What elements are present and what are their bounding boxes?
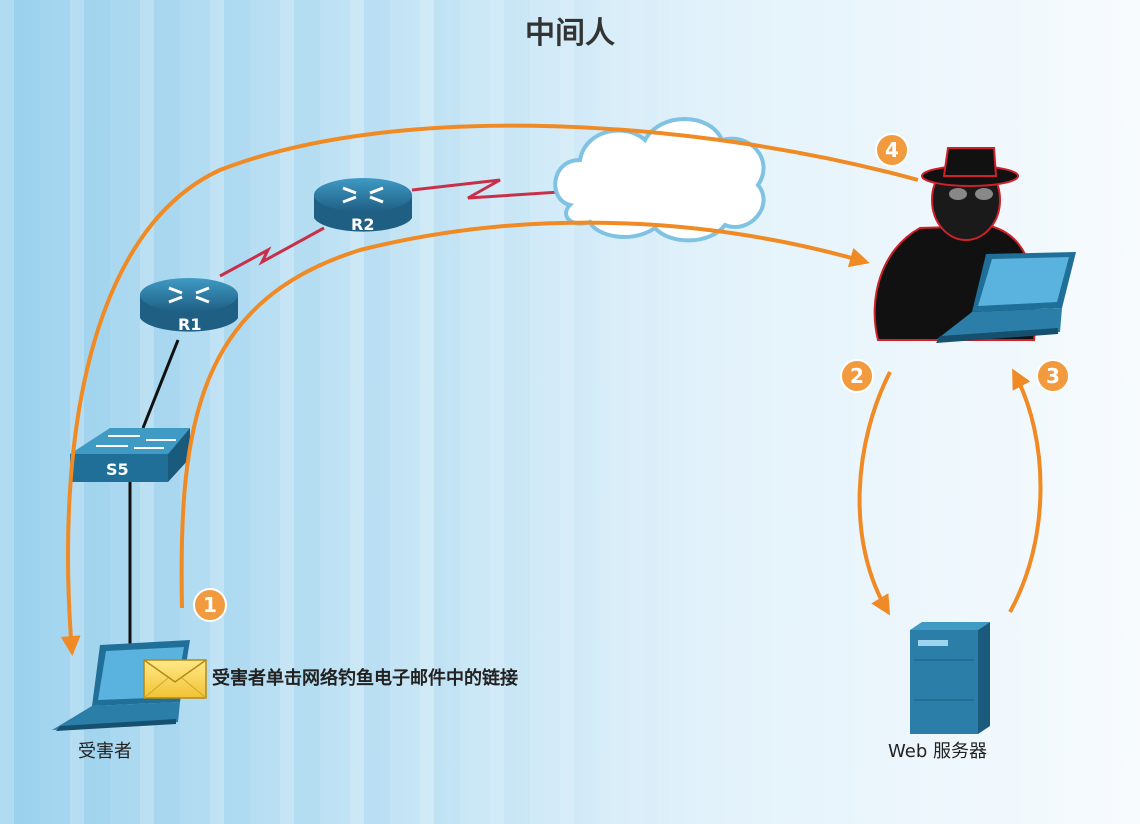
victim-label: 受害者	[78, 741, 132, 762]
router-r1-label: R1	[178, 315, 201, 334]
step-1-caption: 受害者单击网络钓鱼电子邮件中的链接	[212, 668, 518, 689]
arrow-victim-to-attacker	[179, 220, 870, 609]
arrow-server-to-attacker	[1008, 368, 1043, 613]
arrow-attacker-to-victim	[60, 123, 919, 656]
link-r1-s5	[141, 339, 180, 429]
step-badge-4: 4	[875, 133, 909, 167]
attacker-icon	[873, 147, 1076, 343]
switch-s5-label: S5	[106, 460, 129, 479]
switch-s5: S5	[70, 428, 190, 482]
web-server-label: Web 服务器	[888, 741, 987, 762]
svg-text:2: 2	[850, 364, 864, 388]
router-r2-label: R2	[351, 215, 374, 234]
serial-link-r1-r2	[219, 226, 325, 278]
step-badge-2: 2	[840, 359, 874, 393]
step-badge-1: 1	[193, 588, 227, 622]
step-badge-3: 3	[1036, 359, 1070, 393]
serial-link-r2-cloud	[411, 178, 561, 200]
page-title: 中间人	[525, 16, 615, 51]
svg-text:4: 4	[885, 138, 899, 162]
router-r2: R2	[314, 178, 412, 234]
router-r1: R1	[140, 278, 238, 334]
svg-text:1: 1	[203, 593, 217, 617]
web-server	[910, 622, 990, 734]
internet-cloud	[553, 117, 766, 243]
arrow-attacker-to-server	[857, 371, 892, 616]
phishing-email-icon	[143, 659, 207, 699]
svg-text:3: 3	[1046, 364, 1060, 388]
